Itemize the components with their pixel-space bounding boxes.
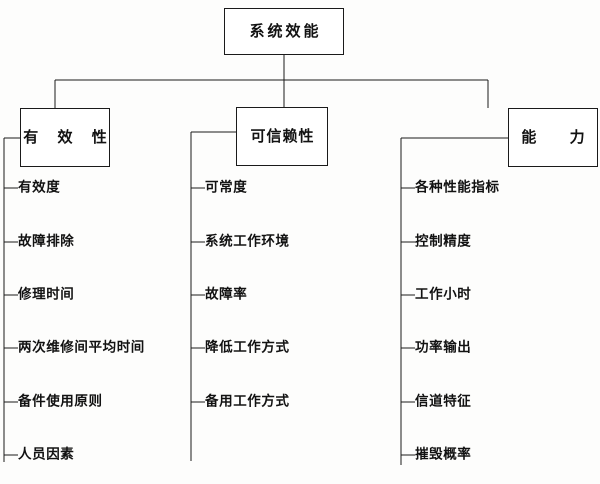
leaf-item[interactable]: 两次维修间平均时间 — [18, 339, 145, 356]
node-root[interactable]: 系统效能 — [224, 8, 344, 55]
leaf-item[interactable]: 修理时间 — [18, 286, 75, 303]
node-branch-effectiveness[interactable]: 有 效 性 — [20, 108, 110, 167]
leaf-item[interactable]: 降低工作方式 — [205, 339, 290, 356]
leaf-item[interactable]: 工作小时 — [415, 286, 472, 303]
node-branch-effectiveness-label: 有 效 性 — [23, 128, 114, 146]
leaf-item[interactable]: 备件使用原则 — [18, 393, 103, 410]
leaf-item[interactable]: 备用工作方式 — [205, 393, 290, 410]
node-branch-capability-label: 能 力 — [521, 128, 599, 146]
node-branch-capability[interactable]: 能 力 — [508, 108, 598, 167]
leaf-item[interactable]: 摧毁概率 — [415, 446, 472, 463]
node-root-label: 系统效能 — [249, 22, 322, 40]
leaf-item[interactable]: 故障率 — [205, 286, 248, 303]
leaf-item[interactable]: 人员因素 — [18, 446, 75, 463]
leaf-item[interactable]: 可常度 — [205, 179, 248, 196]
node-branch-dependability[interactable]: 可信赖性 — [236, 107, 328, 166]
leaf-item[interactable]: 各种性能指标 — [415, 179, 500, 196]
leaf-item[interactable]: 有效度 — [18, 179, 61, 196]
leaf-item[interactable]: 系统工作环境 — [205, 233, 290, 250]
node-branch-dependability-label: 可信赖性 — [250, 127, 315, 145]
leaf-item[interactable]: 信道特征 — [415, 393, 472, 410]
leaf-item[interactable]: 故障排除 — [18, 233, 75, 250]
leaf-item[interactable]: 功率输出 — [415, 339, 472, 356]
leaf-item[interactable]: 控制精度 — [415, 233, 472, 250]
